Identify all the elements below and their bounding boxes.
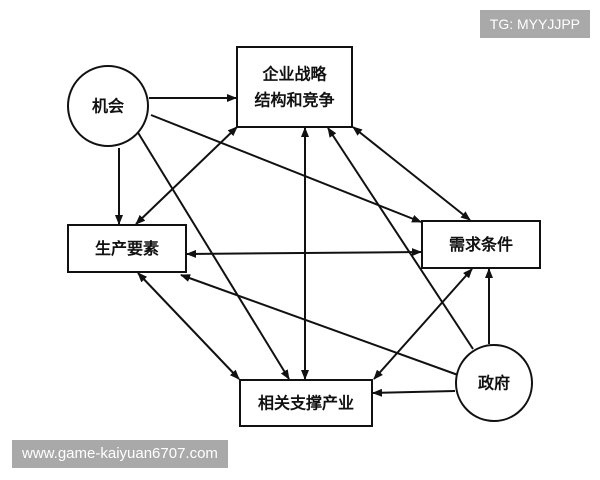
node-demand-label: 需求条件 (449, 235, 513, 254)
node-factor-label: 生产要素 (95, 239, 159, 258)
node-government-label: 政府 (478, 374, 510, 393)
node-related-label: 相关支撑产业 (258, 394, 354, 413)
node-government: 政府 (455, 344, 533, 422)
node-demand-shape (421, 220, 541, 269)
node-factor-shape (67, 224, 187, 273)
node-demand: 需求条件 (421, 220, 541, 269)
node-factor: 生产要素 (67, 224, 187, 273)
node-related: 相关支撑产业 (239, 379, 373, 427)
arrow-government-related (372, 388, 456, 397)
arrow-factor-related (137, 272, 240, 380)
node-opportunity: 机会 (67, 65, 149, 147)
node-government-shape (455, 344, 533, 422)
node-strategy-label: 结构和竞争 (253, 91, 334, 110)
arrow-government-factor (180, 274, 459, 376)
watermark-top: TG: MYYJJPP (479, 10, 590, 38)
arrow-strategy-factor (135, 126, 238, 225)
node-opportunity-shape (67, 65, 149, 147)
arrow-factor-demand (186, 248, 422, 258)
node-strategy-label: 企业战略 (261, 65, 327, 84)
arrow-opportunity-demand (150, 114, 422, 223)
edges-layer (115, 94, 493, 397)
nodes-layer: 企业战略结构和竞争机会生产要素需求条件相关支撑产业政府 (67, 46, 541, 427)
arrow-demand-related (373, 268, 473, 380)
node-strategy-shape (236, 46, 353, 128)
node-related-shape (239, 379, 373, 427)
watermark-bottom: www.game-kaiyuan6707.com (12, 440, 228, 468)
node-opportunity-label: 机会 (92, 97, 124, 116)
arrow-strategy-demand (352, 126, 471, 221)
